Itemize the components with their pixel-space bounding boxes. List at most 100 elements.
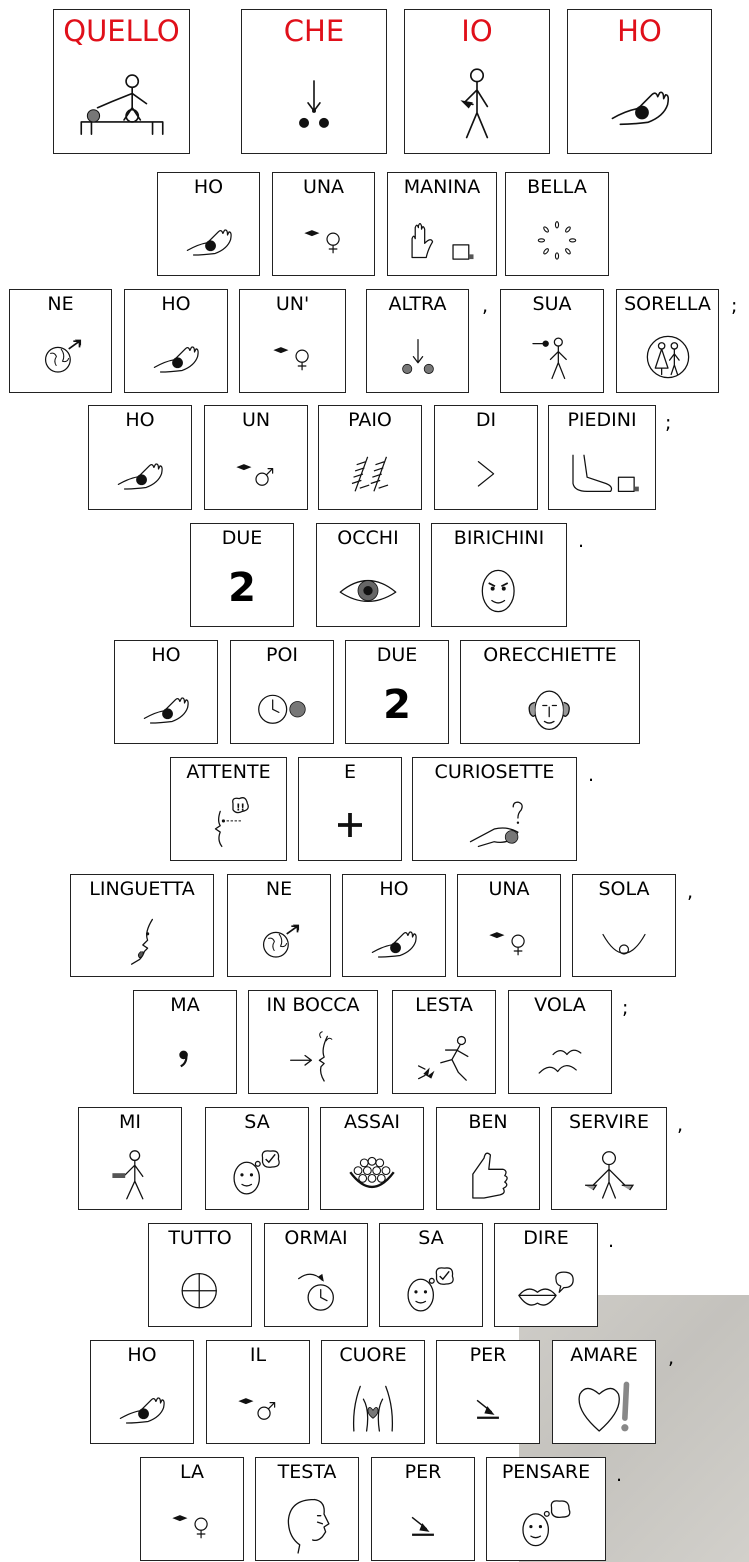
symbol-card-manina[interactable]: MANINA: [387, 172, 497, 276]
symbol-card-linguetta[interactable]: LINGUETTA: [70, 874, 214, 977]
symbol-card-una[interactable]: UNA: [457, 874, 561, 977]
symbol-card-in-bocca[interactable]: IN BOCCA: [248, 990, 378, 1094]
symbol-card-io[interactable]: IO: [404, 9, 550, 154]
card-label: HO: [193, 176, 224, 198]
symbol-card-una[interactable]: UNA: [272, 172, 375, 276]
symbol-card-cuore[interactable]: CUORE: [321, 1340, 425, 1444]
symbol-card-sa[interactable]: SA: [379, 1223, 483, 1327]
ears-face-icon: [517, 680, 584, 740]
symbol-card-piedini[interactable]: PIEDINI: [548, 405, 656, 510]
symbol-card-ho[interactable]: HO: [342, 874, 446, 977]
symbol-card-assai[interactable]: ASSAI: [320, 1107, 424, 1210]
symbol-card-sorella[interactable]: SORELLA: [616, 289, 719, 393]
card-label: PER: [469, 1344, 507, 1366]
globe-arrow-icon: [35, 335, 85, 382]
symbol-card-ma[interactable]: MA: [133, 990, 237, 1094]
card-label: SA: [244, 1111, 270, 1133]
card-label: LA: [179, 1461, 205, 1483]
card-label: HO: [617, 14, 662, 48]
symbol-card-ho[interactable]: HO: [124, 289, 228, 393]
card-label: ATTENTE: [186, 761, 271, 783]
symbol-card-dire[interactable]: DIRE: [494, 1223, 598, 1327]
symbol-card-sua[interactable]: SUA: [500, 289, 604, 393]
symbol-card-un[interactable]: UN: [204, 405, 308, 510]
card-label: PENSARE: [501, 1461, 591, 1483]
card-label: NE: [47, 293, 74, 315]
punctuation-mark: ,: [677, 1114, 684, 1136]
person-possessive-icon: [527, 331, 577, 387]
card-label: DI: [475, 409, 497, 431]
symbol-card-quello[interactable]: QUELLO: [53, 9, 190, 154]
card-label: SUA: [532, 293, 572, 315]
symbol-card-ne[interactable]: NE: [9, 289, 112, 393]
clock-arrow-icon: [293, 1266, 340, 1320]
symbol-card-ho[interactable]: HO: [157, 172, 260, 276]
card-label: UN: [241, 409, 271, 431]
pair-icon: [344, 449, 396, 502]
clock-dot-icon: [251, 686, 312, 735]
symbol-card-un[interactable]: UN': [239, 289, 346, 393]
sister-icon: [641, 330, 695, 388]
feminine-article-icon: [484, 923, 534, 965]
symbol-card-orecchiette[interactable]: ORECCHIETTE: [460, 640, 640, 744]
symbol-card-paio[interactable]: PAIO: [318, 405, 422, 510]
symbol-card-occhi[interactable]: OCCHI: [316, 523, 420, 627]
symbol-card-lesta[interactable]: LESTA: [392, 990, 496, 1094]
symbol-card-tutto[interactable]: TUTTO: [148, 1223, 252, 1327]
person-pointing-self-icon: [443, 63, 512, 150]
symbol-card-ben[interactable]: BEN: [436, 1107, 540, 1210]
hand-holding-ball-icon: [147, 335, 205, 382]
symbol-card-sola[interactable]: SOLA: [572, 874, 676, 977]
card-label: UN': [275, 293, 310, 315]
symbol-card-per[interactable]: PER: [371, 1457, 475, 1561]
symbol-card-sa[interactable]: SA: [205, 1107, 309, 1210]
lips-speech-icon: [513, 1269, 580, 1318]
symbol-card-bella[interactable]: BELLA: [505, 172, 609, 276]
symbol-card-curiosette[interactable]: CURIOSETTE: [412, 757, 577, 861]
symbol-card-mi[interactable]: MI: [78, 1107, 182, 1210]
symbol-card-ho[interactable]: HO: [90, 1340, 194, 1444]
card-label: DIRE: [523, 1227, 569, 1249]
purpose-arrow-icon: [406, 1510, 440, 1545]
symbol-card-ne[interactable]: NE: [227, 874, 331, 977]
symbol-card-birichini[interactable]: BIRICHINI: [431, 523, 567, 627]
symbol-card-ho[interactable]: HO: [88, 405, 192, 510]
hand-holding-ball-icon: [111, 452, 169, 499]
symbol-card-il[interactable]: IL: [206, 1340, 310, 1444]
symbol-card-per[interactable]: PER: [436, 1340, 540, 1444]
symbol-card-vola[interactable]: VOLA: [508, 990, 612, 1094]
arrow-two-dots-icon: [391, 335, 445, 382]
symbol-card-di[interactable]: DI: [434, 405, 538, 510]
symbol-card-che[interactable]: CHE: [241, 9, 387, 154]
bowl-of-balls-icon: [343, 1152, 401, 1201]
person-me-icon: [108, 1146, 151, 1208]
symbol-card-amare[interactable]: AMARE: [552, 1340, 656, 1444]
purpose-arrow-icon: [471, 1393, 505, 1428]
small-hand-icon: [399, 215, 485, 269]
symbol-card-ho[interactable]: HO: [114, 640, 218, 744]
symbol-card-attente[interactable]: ATTENTE!!: [170, 757, 287, 861]
symbol-card-ormai[interactable]: ORMAI: [264, 1223, 368, 1327]
flying-birds-icon: [534, 1036, 586, 1083]
symbol-card-altra[interactable]: ALTRA: [366, 289, 469, 393]
symbol-card-poi[interactable]: POI: [230, 640, 334, 744]
symbol-card-la[interactable]: LA: [140, 1457, 244, 1561]
card-label: DUE: [376, 644, 418, 666]
symbol-card-testa[interactable]: TESTA: [255, 1457, 359, 1561]
globe-arrow-icon: [254, 920, 304, 967]
card-label: DUE: [221, 527, 263, 549]
card-label: HO: [151, 644, 181, 666]
symbol-card-ho[interactable]: HO: [567, 9, 712, 154]
sparkle-icon: [530, 217, 584, 268]
card-label: SA: [418, 1227, 444, 1249]
symbol-card-pensare[interactable]: PENSARE: [486, 1457, 606, 1561]
punctuation-mark: .: [578, 530, 585, 552]
symbol-card-servire[interactable]: SERVIRE: [551, 1107, 667, 1210]
symbol-card-e[interactable]: E: [298, 757, 402, 861]
plus-icon: [332, 807, 368, 847]
hand-holding-ball-icon: [603, 77, 677, 136]
punctuation-mark: .: [588, 764, 595, 786]
card-label: BEN: [468, 1111, 508, 1133]
